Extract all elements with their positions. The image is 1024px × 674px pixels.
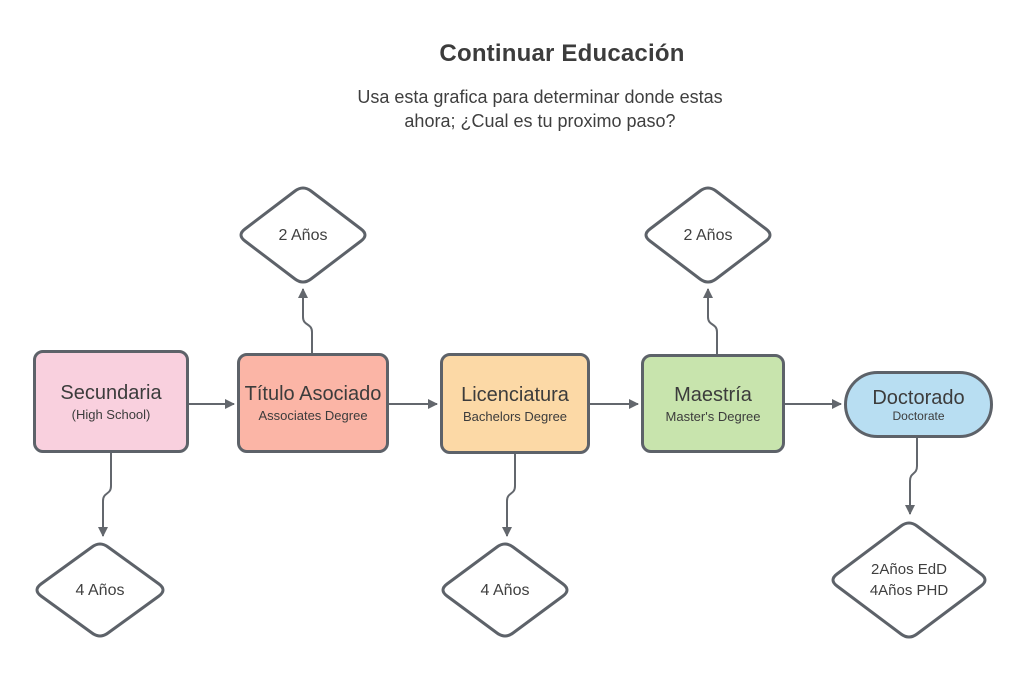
node-titulo-asociado: Título Asociado Associates Degree	[237, 353, 389, 453]
node-licenciatura: Licenciatura Bachelors Degree	[440, 353, 590, 454]
node-label: Doctorado	[872, 386, 965, 409]
node-sublabel: Bachelors Degree	[462, 408, 568, 424]
subtitle-line-2: ahora; ¿Cual es tu proximo paso?	[404, 111, 676, 131]
page-subtitle: Usa esta grafica para determinar donde e…	[290, 85, 790, 133]
arrow-titulo-to-2anos	[298, 288, 313, 353]
decision-label-line-2: 4Años PHD	[869, 582, 949, 599]
decision-label-line-1: 2Años EdD	[871, 561, 947, 578]
node-label: Título Asociado	[244, 383, 382, 405]
node-maestria: Maestría Master's Degree	[641, 354, 785, 453]
node-sublabel: Associates Degree	[258, 408, 368, 423]
decision-diamond-2anos-titulo	[239, 186, 367, 284]
node-sublabel: (High School)	[71, 406, 151, 422]
decision-diamond-4anos-secundaria	[35, 542, 165, 638]
decision-label-2anos-titulo: 2 Años	[278, 227, 328, 244]
decision-label-4anos-secundaria: 4 Años	[75, 582, 125, 599]
node-sublabel: Doctorate	[892, 408, 945, 423]
subtitle-line-1: Usa esta grafica para determinar donde e…	[357, 87, 723, 107]
decision-label-4anos-licenciatura: 4 Años	[480, 582, 530, 599]
node-label: Secundaria	[60, 381, 162, 404]
arrow-maestria-to-2anos	[703, 288, 718, 354]
arrow-secundaria-to-4anos	[98, 453, 112, 537]
decision-label-2anos-maestria: 2 Años	[683, 227, 733, 244]
arrow-doctorado-to-edd-phd	[905, 438, 918, 515]
decision-diamond-2anos-maestria	[644, 186, 772, 284]
decision-diamond-edd-phd	[831, 521, 987, 639]
node-label: Licenciatura	[461, 383, 569, 406]
decision-label-edd-phd: 2Años EdD 4Años PHD	[824, 559, 994, 601]
page-title: Continuar Educación	[439, 40, 685, 67]
arrow-licenciatura-to-4anos	[502, 454, 516, 537]
node-sublabel: Master's Degree	[665, 408, 761, 424]
node-doctorado: Doctorado Doctorate	[844, 371, 993, 438]
node-secundaria: Secundaria (High School)	[33, 350, 189, 453]
decision-diamond-4anos-licenciatura	[441, 542, 569, 638]
node-label: Maestría	[674, 383, 752, 406]
